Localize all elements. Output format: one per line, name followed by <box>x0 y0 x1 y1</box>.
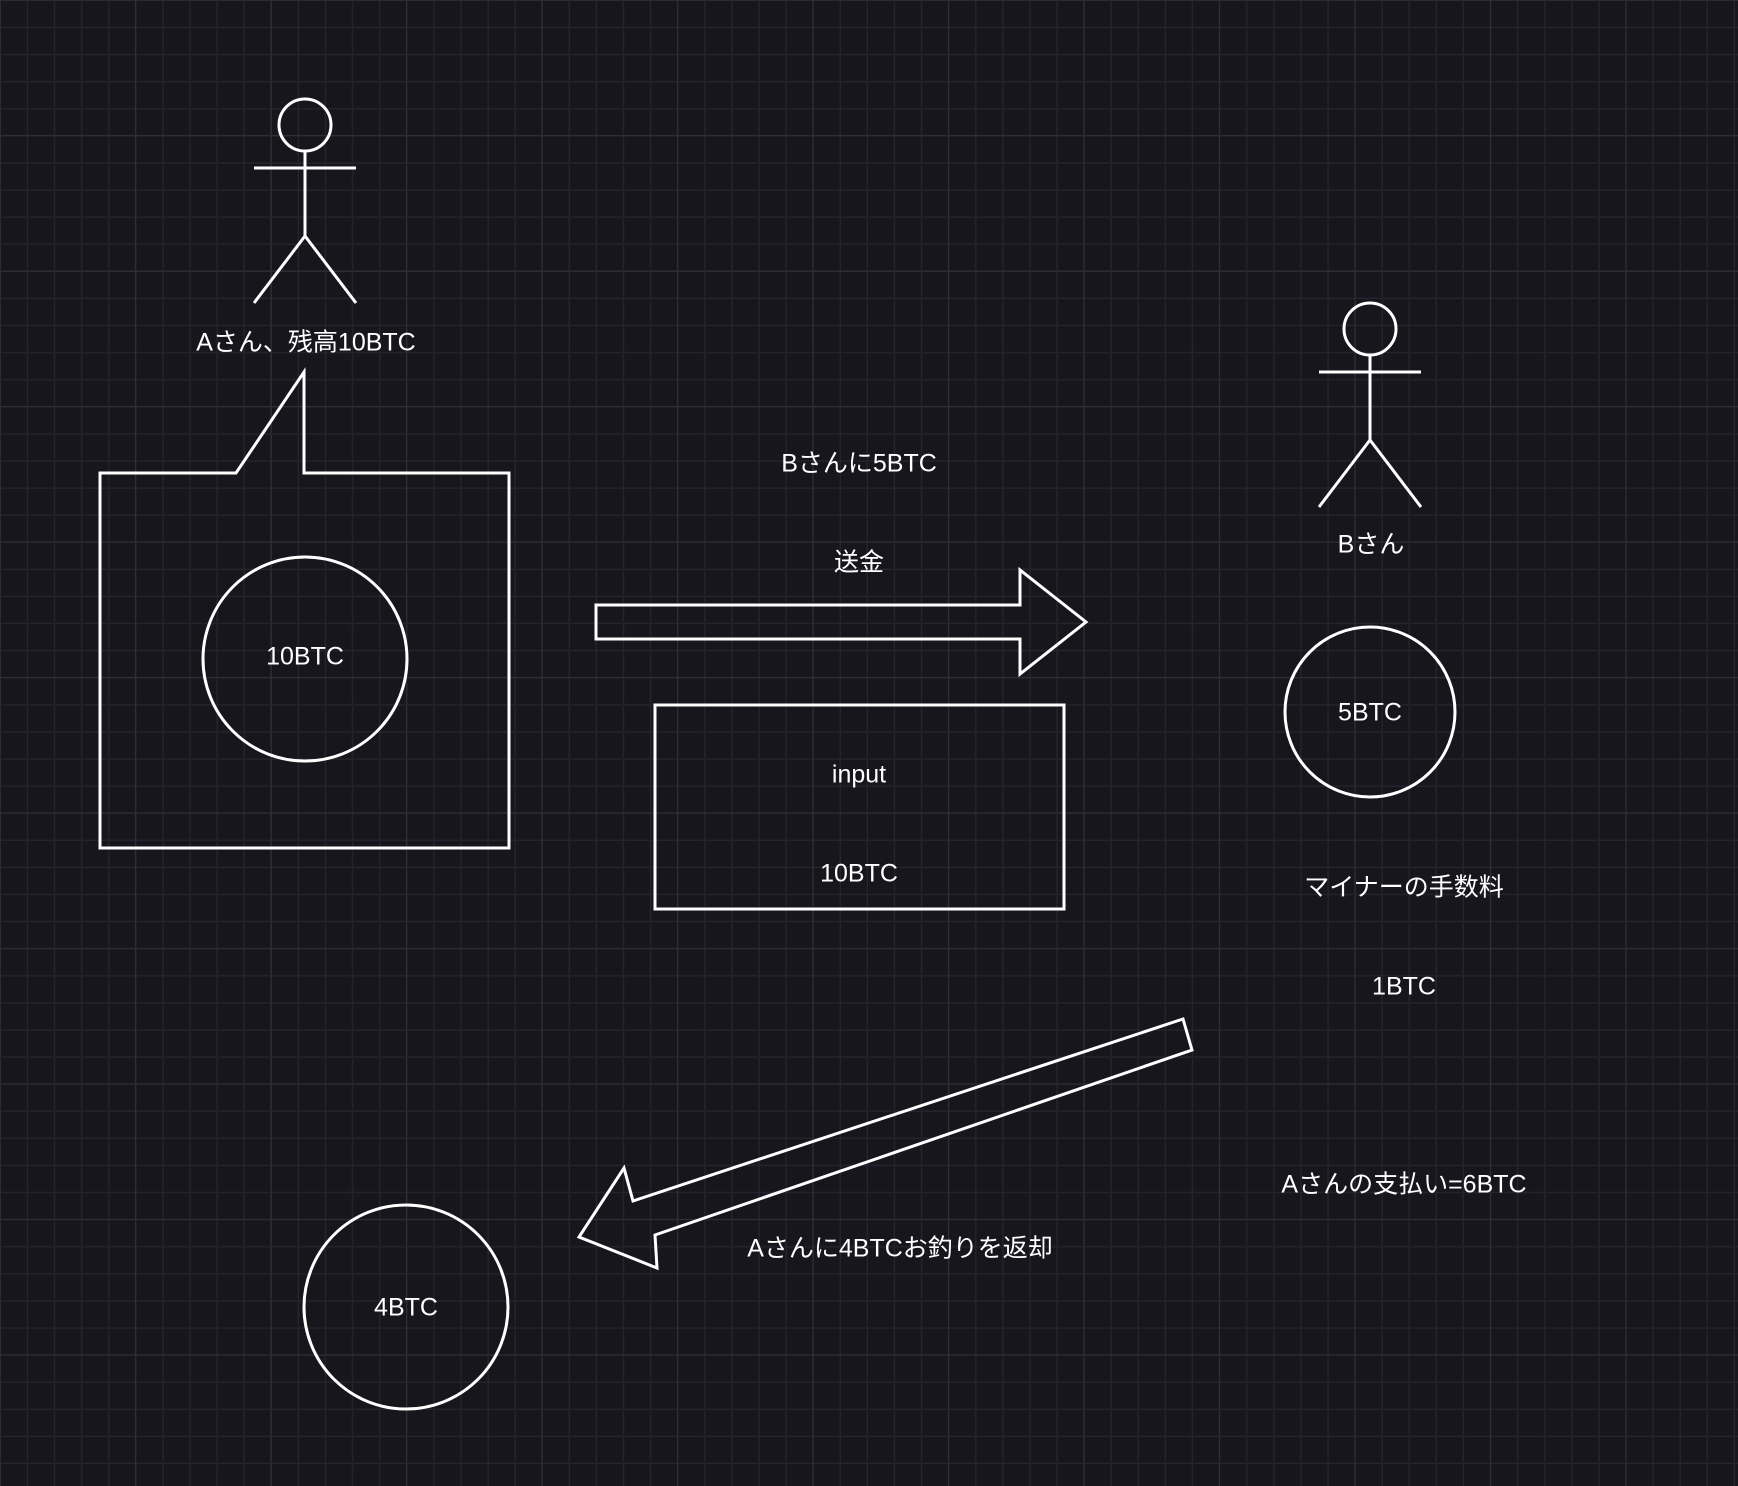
input-box-line1: input <box>831 760 887 789</box>
actor-a-label: Aさん、残高10BTC <box>196 328 416 357</box>
change-arrow[interactable] <box>576 1017 1194 1271</box>
fee-note-line3 <box>1281 1070 1526 1103</box>
speech-bubble[interactable] <box>98 367 511 850</box>
b-coin[interactable] <box>1283 625 1457 799</box>
send-arrow-label-line1: Bさんに5BTC <box>781 449 937 478</box>
fee-note: マイナーの手数料 1BTC Aさんの支払い=6BTC <box>1281 806 1526 1235</box>
send-arrow[interactable] <box>594 566 1089 678</box>
input-box-line2: 10BTC <box>820 859 898 888</box>
input-box-label: input 10BTC <box>820 693 898 924</box>
send-arrow-label-line2: 送金 <box>833 548 884 577</box>
fee-note-line2: 1BTC <box>1372 972 1436 1001</box>
actor-a-figure[interactable] <box>252 97 358 304</box>
fee-note-line4: Aさんの支払い=6BTC <box>1281 1170 1527 1199</box>
balance-a-coin[interactable] <box>201 555 409 763</box>
b-coin-label: 5BTC <box>1338 698 1402 727</box>
change-coin[interactable] <box>302 1203 510 1411</box>
fee-note-line1: マイナーの手数料 <box>1304 873 1504 902</box>
change-arrow-label: Aさんに4BTCお釣りを返却 <box>747 1234 1053 1263</box>
change-coin-label: 4BTC <box>374 1293 438 1322</box>
balance-a-coin-label: 10BTC <box>266 642 344 671</box>
actor-b-label: Bさん <box>1337 530 1405 559</box>
input-box[interactable] <box>653 703 1066 911</box>
send-arrow-label: Bさんに5BTC 送金 <box>781 382 937 613</box>
actor-b-figure[interactable] <box>1317 301 1423 508</box>
